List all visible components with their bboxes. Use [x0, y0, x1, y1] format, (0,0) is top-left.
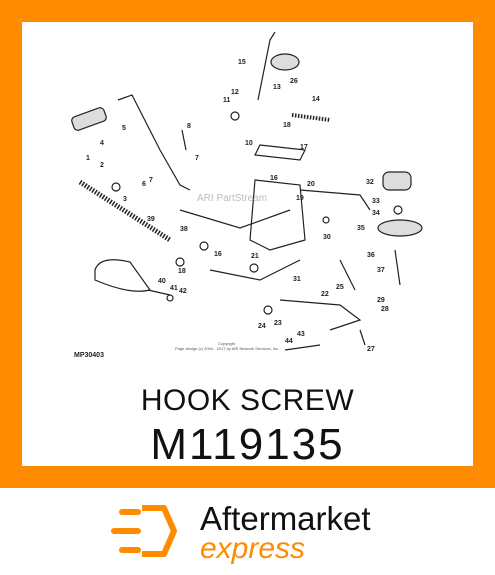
callout: 16 — [270, 175, 278, 182]
nut-42 — [166, 294, 174, 302]
bolt-24 — [263, 305, 273, 315]
callout: 25 — [336, 284, 344, 291]
product-title: HOOK SCREW — [140, 384, 355, 417]
screw-40 — [147, 289, 171, 296]
spring — [78, 179, 172, 243]
bolt-44 — [284, 344, 321, 351]
callout: 44 — [285, 338, 293, 345]
callout: 23 — [274, 320, 282, 327]
parts-diagram: ARI PartStream Copyright Page design (c)… — [71, 31, 423, 359]
callout: 41 — [170, 285, 178, 292]
callout: 37 — [377, 267, 385, 274]
diagram-panel — [22, 22, 473, 466]
callout: 29 — [377, 297, 385, 304]
callout: 14 — [312, 96, 320, 103]
callout: 33 — [372, 198, 380, 205]
watermark: ARI PartStream — [197, 193, 267, 204]
callout: 18 — [178, 268, 186, 275]
callout: 8 — [187, 123, 191, 130]
knob-26 — [270, 53, 300, 71]
callout: 7 — [149, 177, 153, 184]
callout: 3 — [123, 196, 127, 203]
callout: 16 — [214, 251, 222, 258]
callout: 34 — [372, 210, 380, 217]
callout: 17 — [300, 144, 308, 151]
callout: 28 — [381, 306, 389, 313]
callout: 18 — [283, 122, 291, 129]
callout: 24 — [258, 323, 266, 330]
pin-37 — [394, 249, 401, 286]
nut-21 — [249, 263, 259, 273]
callout: 32 — [366, 179, 374, 186]
callout: 13 — [273, 84, 281, 91]
nut-34 — [393, 205, 403, 215]
loop-handle — [94, 259, 152, 292]
bolt-18 — [175, 257, 185, 267]
pedal-pad — [71, 107, 107, 131]
callout: 1 — [86, 155, 90, 162]
callout: 21 — [251, 253, 259, 260]
linkage-rod — [179, 209, 291, 229]
callout: 38 — [180, 226, 188, 233]
pin-27 — [359, 329, 366, 346]
callout: 27 — [367, 346, 375, 353]
arm-20 — [299, 189, 371, 211]
callout: 40 — [158, 278, 166, 285]
pin-8 — [181, 129, 187, 151]
hexagon-speed-logo-icon — [111, 505, 177, 557]
gear-35 — [377, 219, 423, 237]
diagram-code: MP30403 — [74, 352, 104, 359]
pedal-arm — [117, 94, 191, 191]
callout: 6 — [142, 181, 146, 188]
part-number: M119135 — [150, 420, 345, 469]
callout: 4 — [100, 140, 104, 147]
callout: 39 — [147, 216, 155, 223]
rod-25 — [339, 259, 356, 291]
washer — [111, 182, 121, 192]
callout: 20 — [307, 181, 315, 188]
brand-name: Aftermarket — [200, 500, 371, 537]
callout: 43 — [297, 331, 305, 338]
bracket — [249, 179, 306, 251]
callout: 11 — [223, 97, 231, 104]
knob-32 — [382, 171, 412, 191]
callout: 15 — [238, 59, 246, 66]
plate-21 — [209, 259, 301, 281]
callout: 12 — [231, 89, 239, 96]
bolt-38 — [199, 241, 209, 251]
copyright-line-1: Copyright — [218, 341, 236, 346]
callout: 5 — [122, 125, 126, 132]
lever-22 — [279, 299, 362, 331]
callout: 26 — [290, 78, 298, 85]
callout: 30 — [323, 234, 331, 241]
callout: 31 — [293, 276, 301, 283]
callout: 2 — [100, 162, 104, 169]
callout: 35 — [357, 225, 365, 232]
callout: 36 — [367, 252, 375, 259]
callout: 7 — [195, 155, 199, 162]
callout: 42 — [179, 288, 187, 295]
callout: 19 — [296, 195, 304, 202]
copyright-line-2: Page design (c) 2004 - 2017 by ARI Netwo… — [175, 346, 279, 351]
bolt-30 — [322, 216, 330, 224]
nut-11 — [230, 111, 240, 121]
spring-14 — [291, 113, 331, 122]
brand-tagline: express — [200, 532, 306, 565]
plate-17 — [254, 144, 306, 161]
callout: 10 — [245, 140, 253, 147]
callout: 22 — [321, 291, 329, 298]
top-lever — [257, 31, 276, 101]
